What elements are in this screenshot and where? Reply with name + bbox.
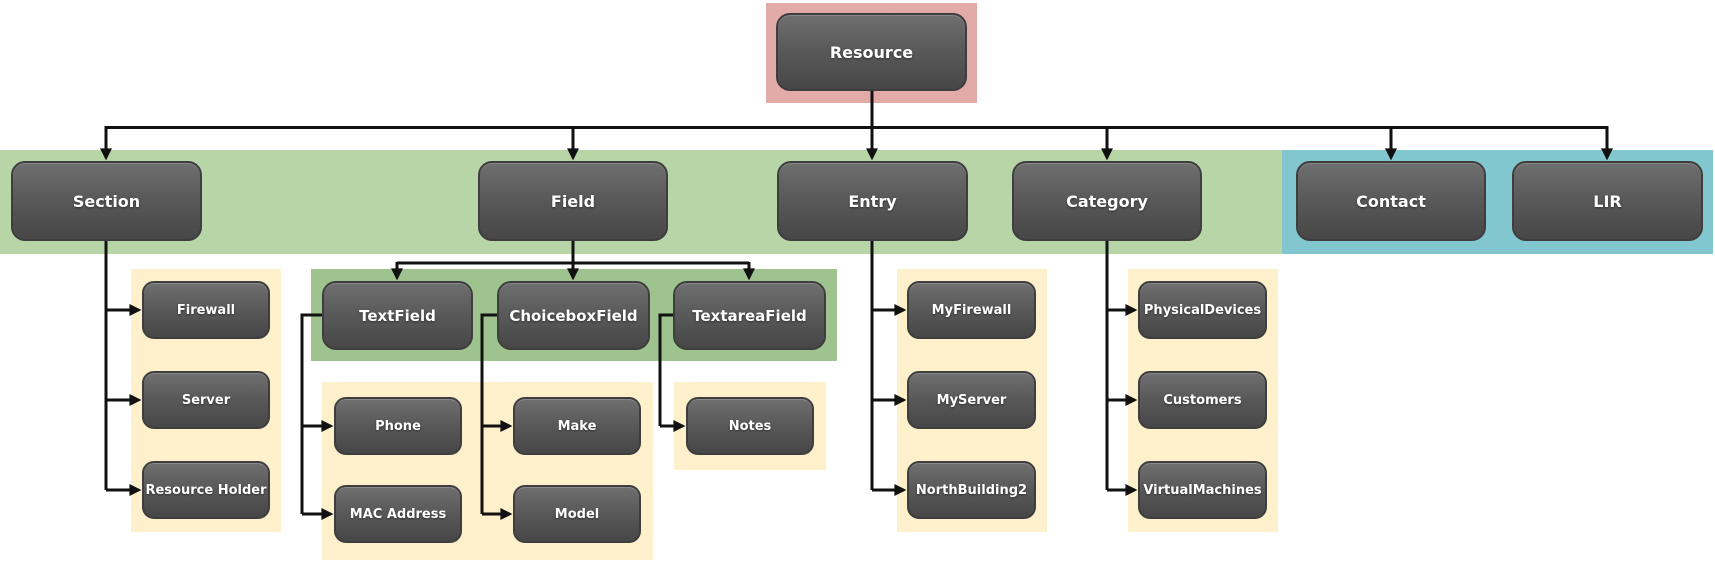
node-model: Model: [513, 485, 641, 543]
node-field: Field: [478, 161, 668, 241]
node-resource: Resource: [776, 13, 967, 91]
node-customers: Customers: [1138, 371, 1267, 429]
node-resource-holder: Resource Holder: [142, 461, 270, 519]
node-virtualmachines: VirtualMachines: [1138, 461, 1267, 519]
node-notes: Notes: [686, 397, 814, 455]
node-entry: Entry: [777, 161, 968, 241]
node-make: Make: [513, 397, 641, 455]
node-textareafield: TextareaField: [673, 281, 826, 350]
node-northbuilding2: NorthBuilding2: [907, 461, 1036, 519]
node-physicaldevices: PhysicalDevices: [1138, 281, 1267, 339]
node-myfirewall: MyFirewall: [907, 281, 1036, 339]
node-phone: Phone: [334, 397, 462, 455]
node-firewall: Firewall: [142, 281, 270, 339]
node-contact: Contact: [1296, 161, 1486, 241]
node-category: Category: [1012, 161, 1202, 241]
node-myserver: MyServer: [907, 371, 1036, 429]
node-lir: LIR: [1512, 161, 1703, 241]
node-mac-address: MAC Address: [334, 485, 462, 543]
node-section: Section: [11, 161, 202, 241]
node-choiceboxfield: ChoiceboxField: [497, 281, 650, 350]
node-server: Server: [142, 371, 270, 429]
node-textfield: TextField: [322, 281, 473, 350]
